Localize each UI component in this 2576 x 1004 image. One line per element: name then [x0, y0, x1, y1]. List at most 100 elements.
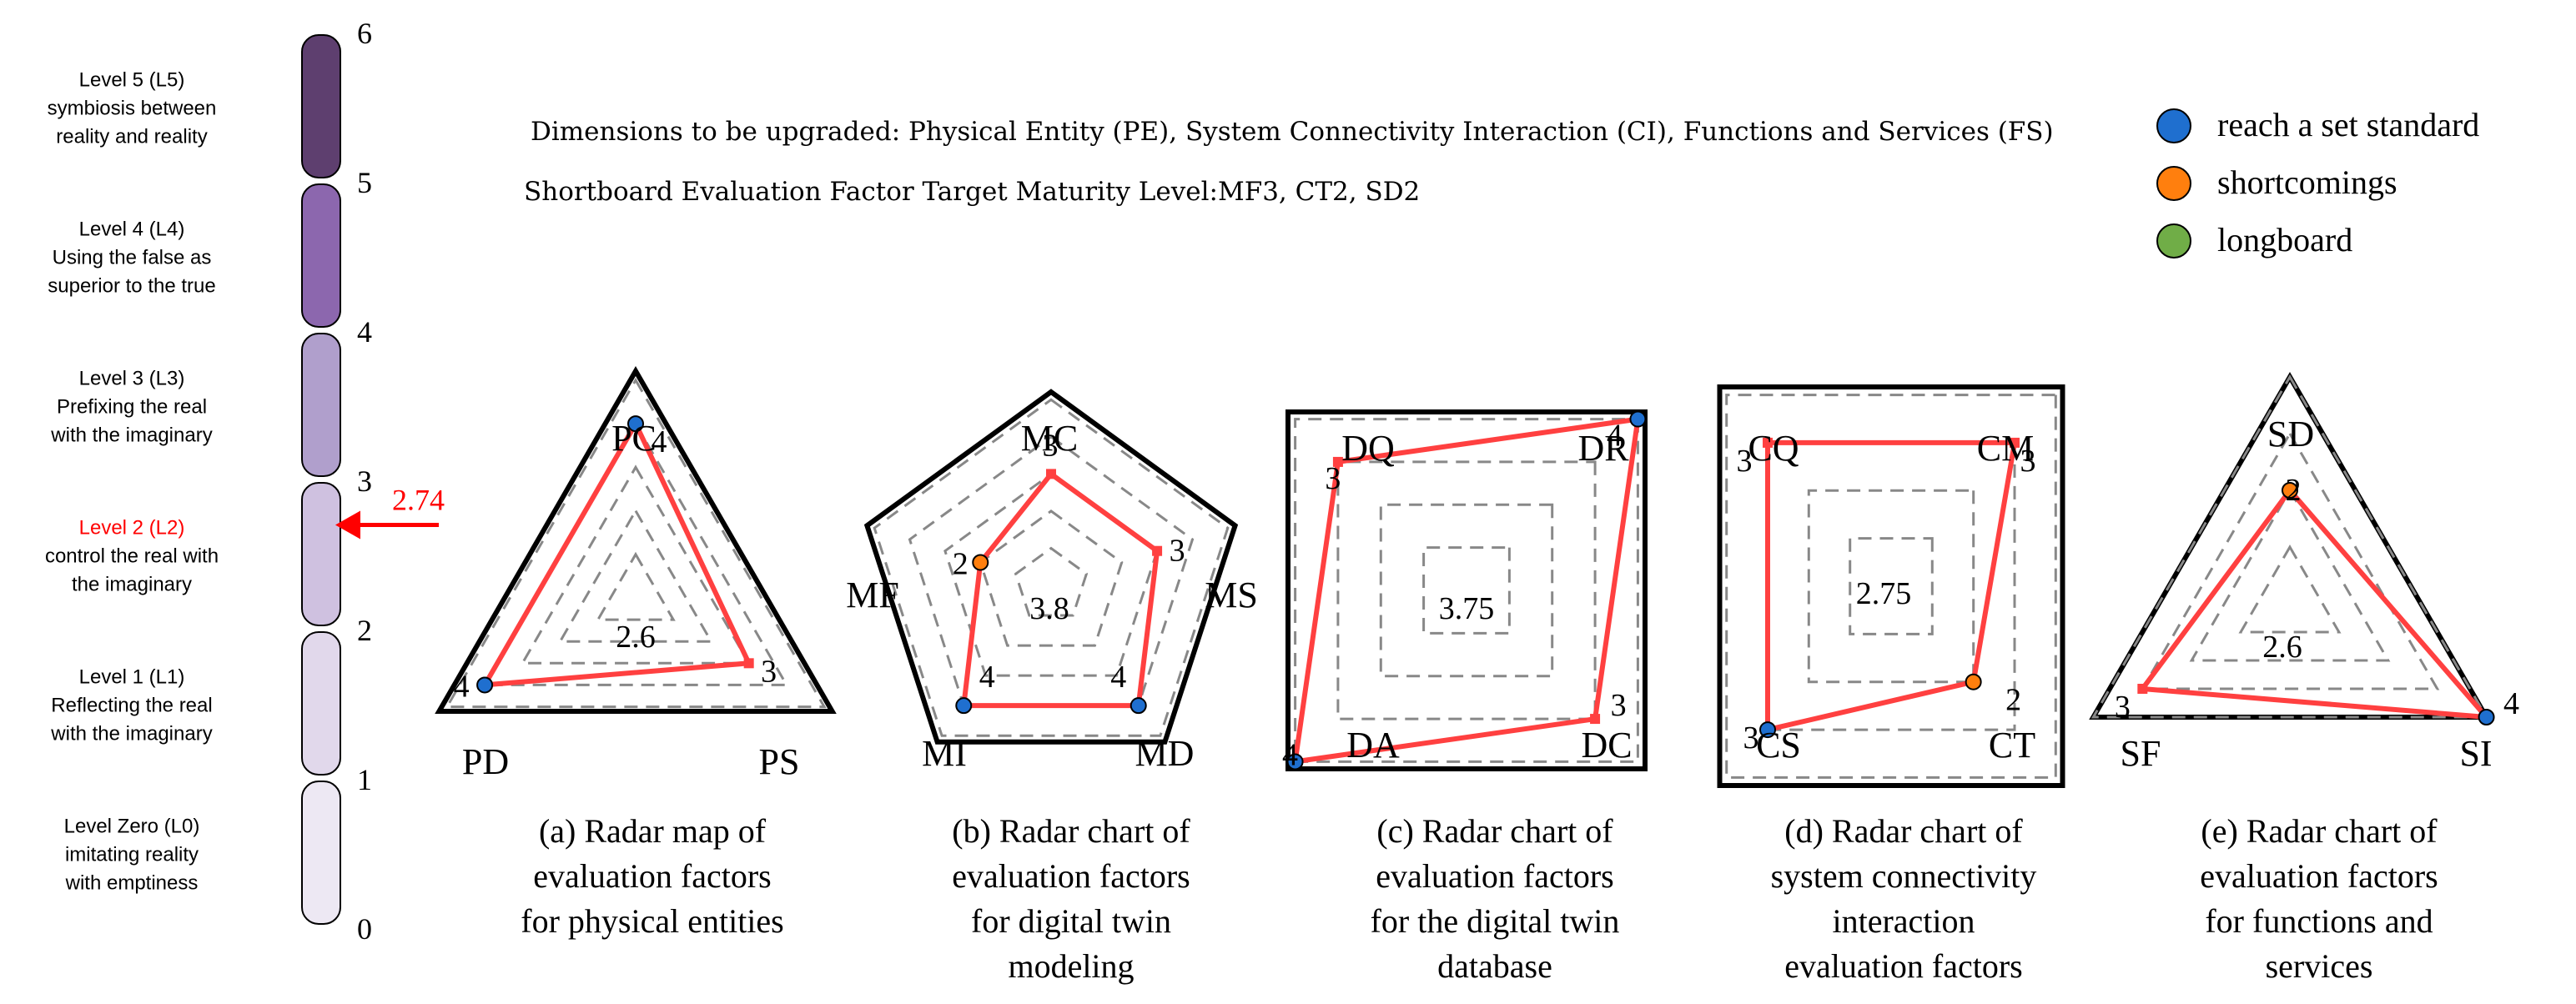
radar-caption-3-2: interaction	[1832, 902, 1975, 940]
level-3-line-1: Prefixing the real	[57, 396, 207, 419]
scale-tick-5: 5	[357, 166, 372, 199]
radar-value-3-CQ: 3	[1737, 444, 1753, 479]
radar-point-3-CT	[1965, 673, 1982, 690]
radar-outline-1	[863, 389, 1239, 745]
radar-point-1-MS	[1152, 545, 1163, 556]
radar-caption-1-0: (b) Radar chart of	[952, 812, 1190, 850]
level-3-line-0: Level 3 (L3)	[79, 368, 185, 390]
radar-grid-1-2	[979, 510, 1124, 647]
radar-caption-4-1: evaluation factors	[2200, 857, 2438, 895]
level-bar-5	[301, 34, 341, 178]
radar-point-4-SD	[2282, 482, 2298, 499]
radar-caption-2-0: (c) Radar chart of	[1376, 812, 1613, 850]
radar-series-4	[2140, 488, 2489, 720]
level-0-line-0: Level Zero (L0)	[64, 816, 200, 838]
level-3-line-2: with the imaginary	[50, 424, 212, 447]
radar-outline-2	[1285, 409, 1648, 771]
radar-value-1-MC: 3	[1043, 428, 1059, 463]
radar-point-1-MC	[1046, 469, 1056, 479]
radar-axis-label-PS: PS	[759, 741, 800, 782]
radar-point-3-CS	[1759, 721, 1777, 739]
scale-tick-0: 0	[357, 912, 372, 946]
radar-center-value-3: 2.75	[1856, 576, 1912, 611]
radar-caption-2-2: for the digital twin	[1371, 902, 1620, 940]
current-level-value: 2.74	[392, 484, 445, 517]
radar-point-2-DC	[1590, 714, 1601, 725]
radar-value-2-DA: 4	[1282, 737, 1298, 772]
level-0-line-2: with emptiness	[65, 872, 199, 895]
level-bar-3	[301, 333, 341, 477]
legend-label-0: reach a set standard	[2217, 106, 2479, 143]
radar-caption-3-0: (d) Radar chart of	[1784, 812, 2023, 850]
note-target-levels: Shortboard Evaluation Factor Target Matu…	[524, 177, 1420, 207]
radar-axis-label-MS: MS	[1205, 575, 1258, 615]
radar-point-0-PC	[627, 415, 644, 433]
radar-axis-label-PC: PC	[611, 418, 657, 459]
radar-axis-label-DR: DR	[1577, 428, 1629, 469]
radar-value-0-PS: 3	[761, 654, 777, 689]
radar-point-1-MI	[955, 697, 973, 715]
radar-grid-3-4	[1725, 394, 2057, 779]
radar-axis-label-CM: CM	[1977, 428, 2034, 469]
radar-series-0	[482, 421, 752, 688]
radar-axis-label-SF: SF	[2121, 733, 2161, 774]
level-4-line-0: Level 4 (L4)	[79, 218, 185, 241]
radar-axis-label-MI: MI	[922, 733, 967, 774]
radar-value-2-DC: 3	[1611, 688, 1627, 723]
radar-axis-label-MF: MF	[846, 575, 899, 615]
legend-marker-0	[2156, 108, 2191, 143]
radar-value-3-CM: 3	[2020, 444, 2035, 479]
legend-marker-2	[2156, 223, 2191, 259]
radar-grid-2-3	[1336, 460, 1597, 720]
level-4-line-1: Using the false as	[53, 247, 212, 269]
legend: reach a set standardshortcomingslongboar…	[2156, 106, 2479, 259]
level-2-line-2: the imaginary	[72, 574, 192, 596]
legend-marker-1	[2156, 166, 2191, 201]
radar-grid-2-1	[1422, 546, 1511, 635]
radar-caption-4-3: services	[2266, 947, 2373, 985]
legend-label-1: shortcomings	[2217, 163, 2397, 201]
scale-tick-4: 4	[357, 315, 372, 349]
level-2-line-1: control the real with	[45, 545, 219, 568]
radar-grid-4-4	[2090, 374, 2489, 719]
radar-grid-2-2	[1379, 503, 1554, 678]
level-2-line-0: Level 2 (L2)	[79, 517, 185, 540]
radar-point-2-DQ	[1332, 456, 1343, 467]
radar-grid-4-2	[2189, 488, 2391, 662]
radar-center-value-2: 3.75	[1439, 591, 1495, 626]
scale-tick-1: 1	[357, 763, 372, 796]
level-1-line-2: with the imaginary	[50, 723, 212, 745]
radar-value-1-MD: 4	[1110, 660, 1126, 695]
radar-axis-label-PD: PD	[462, 741, 509, 782]
radar-point-4-SI	[2478, 709, 2495, 725]
level-bar-0	[301, 781, 341, 925]
radar-grid-1-5	[873, 398, 1230, 737]
radar-value-1-MI: 4	[979, 660, 995, 695]
radar-axis-label-MD: MD	[1135, 733, 1195, 774]
radar-point-0-PS	[743, 658, 754, 669]
radar-point-2-DA	[1286, 753, 1304, 771]
radar-grid-0-5	[445, 377, 827, 709]
radar-axis-label-CT: CT	[1989, 725, 2035, 766]
radar-point-3-CM	[2009, 437, 2020, 448]
radar-point-1-MF	[972, 554, 989, 571]
radar-axis-label-CS: CS	[1756, 725, 1801, 766]
radar-grid-4-3	[2140, 431, 2440, 690]
level-1-line-1: Reflecting the real	[51, 695, 212, 717]
radar-grid-3-1	[1849, 537, 1934, 635]
radar-caption-4-2: for functions and	[2205, 902, 2433, 940]
radar-axis-label-DC: DC	[1581, 725, 1632, 766]
radar-grid-0-1	[596, 551, 676, 621]
radar-axis-label-DQ: DQ	[1341, 428, 1395, 469]
level-0-line-1: imitating reality	[65, 844, 199, 866]
radar-value-1-MF: 2	[953, 546, 969, 581]
scale-tick-6: 6	[357, 17, 372, 50]
radar-grid-0-2	[557, 508, 714, 643]
current-level-arrow-head	[335, 510, 360, 540]
radar-value-3-CT: 2	[2005, 683, 2021, 718]
upgrade-notes: Dimensions to be upgraded: Physical Enti…	[524, 117, 2054, 207]
radar-axis-label-MC: MC	[1021, 418, 1078, 459]
level-4-line-2: superior to the true	[48, 275, 215, 298]
